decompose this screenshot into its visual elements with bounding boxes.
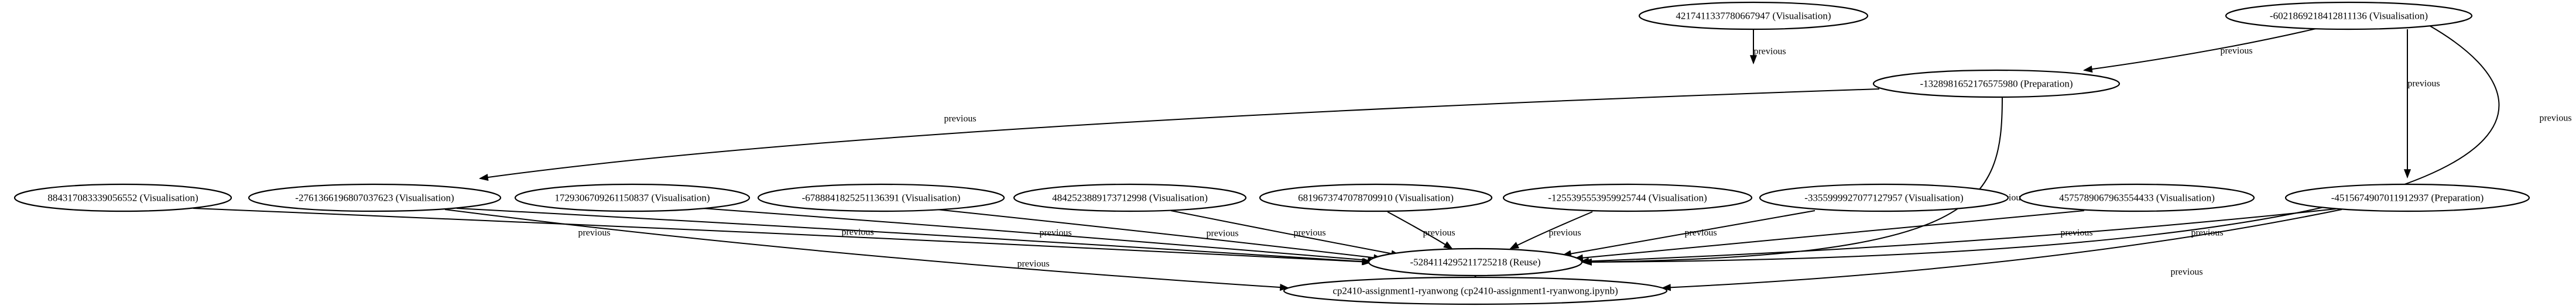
edge-n_1328-to-n_2761: previous [478,88,1880,181]
node-label: 4217411337780667947 (Visualisation) [1676,11,1831,22]
edge-line [936,209,1382,259]
edge-line [2084,27,2319,71]
edge-n_6021-to-n_1328: previous [2082,27,2319,73]
edge-n_4842-to-n_5284: previous [1170,210,1401,257]
edge-n_4515-to-n_cp24: previous [1661,209,2342,291]
node-ellipse [2019,183,2255,212]
node-n_1255[interactable]: -1255395553959925744 (Visualisation) [1502,183,1753,212]
edge-line [1583,25,2500,263]
arrowhead [2403,169,2411,179]
node-label: -4515674907011912937 (Preparation) [2331,192,2483,204]
node-n_5284[interactable]: -5284114295211725218 (Reuse) [1368,247,1583,277]
node-n_8843[interactable]: 884317083339056552 (Visualisation) [13,183,232,212]
edge-label: previous [1206,229,1238,239]
edge-label: previous [1753,47,1786,57]
node-ellipse [514,183,751,212]
node-label: -1255395553959925744 (Visualisation) [1548,192,1707,204]
edge-line [193,208,1371,263]
edge-n_6021-to-n_4515: previous [2403,29,2440,179]
edge-label: previous [944,114,976,124]
arrowhead [1443,241,1453,250]
node-label: cp2410-assignment1-ryanwong (cp2410-assi… [1332,286,1618,297]
edge-label: previous [2170,267,2202,277]
nodes-layer: 4217411337780667947 (Visualisation) -6021… [13,1,2530,305]
edge-line [1662,209,2342,288]
edge-n_4575-to-n_5284: previous [1573,210,2093,262]
edge-n_2761-to-n_cp24: previous [444,209,1290,291]
node-ellipse [1283,276,1668,305]
node-n_4217[interactable]: 4217411337780667947 (Visualisation) [1638,1,1869,30]
node-n_4842[interactable]: 4842523889173712998 (Visualisation) [1013,183,1247,212]
edge-line [479,88,1880,179]
node-ellipse [2225,1,2473,30]
edge-line [1580,208,2337,262]
edge-label: previous [2407,79,2440,89]
edge-line [1574,210,2085,259]
edge-label: previous [2220,46,2252,56]
node-label: -1328981652176575980 (Preparation) [1920,78,2073,90]
node-ellipse [248,183,502,212]
node-label: 6819673747078709910 (Visualisation) [1298,192,1454,204]
node-label: -2761366196807037623 (Visualisation) [295,192,454,204]
arrowhead [1579,257,1589,265]
node-label: -6788841825251136391 (Visualisation) [802,192,961,204]
edge-line [1563,210,1815,256]
edge-line [1583,97,2003,263]
arrowhead [1279,284,1290,291]
node-label: 1729306709261150837 (Visualisation) [554,192,710,204]
node-ellipse [2284,183,2530,212]
arrowhead [2082,66,2093,73]
node-ellipse [1502,183,1753,212]
node-n_2761[interactable]: -2761366196807037623 (Visualisation) [248,183,502,212]
node-n_1729[interactable]: 1729306709261150837 (Visualisation) [514,183,751,212]
edge-n_3355-to-n_5284: previous [1561,210,1815,257]
node-ellipse [757,183,1005,212]
node-n_6021[interactable]: -6021869218412811136 (Visualisation) [2225,1,2473,30]
edge-line [702,208,1376,262]
node-label: 4842523889173712998 (Visualisation) [1052,192,1208,204]
node-n_4575[interactable]: 4575789067963554433 (Visualisation) [2019,183,2255,212]
node-ellipse [13,183,232,212]
edge-line [444,209,1289,288]
node-n_1328[interactable]: -1328981652176575980 (Preparation) [1872,69,2121,98]
node-label: 884317083339056552 (Visualisation) [47,192,198,204]
edge-label: previous [841,228,873,238]
node-ellipse [1013,183,1247,212]
edge-n_4217-to-n_1328: previous [1749,29,1786,65]
node-label: 4575789067963554433 (Visualisation) [2059,192,2215,204]
node-n_cp24[interactable]: cp2410-assignment1-ryanwong (cp2410-assi… [1283,276,1668,305]
node-n_6788[interactable]: -6788841825251136391 (Visualisation) [757,183,1005,212]
node-label: -3355999927077127957 (Visualisation) [1804,192,1963,204]
edge-label: previous [578,228,610,238]
node-n_3355[interactable]: -3355999927077127957 (Visualisation) [1759,183,2009,212]
edge-n_6819-to-n_5284: previous [1387,211,1455,250]
node-label: -5284114295211725218 (Reuse) [1410,257,1540,268]
edge-label: previous [1549,228,1581,238]
edge-n_1255-to-n_5284: previous [1509,211,1593,249]
edge-n_8843-to-n_5284: previous [193,208,1372,266]
arrowhead [478,174,489,181]
node-n_4515[interactable]: -4515674907011912937 (Preparation) [2284,183,2530,212]
edge-label: previous [1293,228,1325,238]
node-ellipse [1368,247,1583,277]
node-ellipse [1872,69,2121,98]
node-n_6819[interactable]: 6819673747078709910 (Visualisation) [1259,183,1493,212]
edges-layer: previous previous previous previous previous… [193,25,2572,291]
node-label: -6021869218412811136 (Visualisation) [2270,11,2428,22]
edge-label: previous [1017,259,1049,269]
edge-label: previous [1684,228,1717,238]
edge-label: previous [2539,114,2571,123]
node-ellipse [1638,1,1869,30]
node-ellipse [1759,183,2009,212]
arrowhead [1509,242,1520,249]
edge-line [456,208,1372,263]
arrowhead [1749,55,1758,65]
arrowhead [1661,284,1671,291]
edge-label: previous [1423,228,1455,238]
edge-label: previous [1039,228,1071,238]
node-ellipse [1259,183,1493,212]
edge-line [1170,210,1400,256]
